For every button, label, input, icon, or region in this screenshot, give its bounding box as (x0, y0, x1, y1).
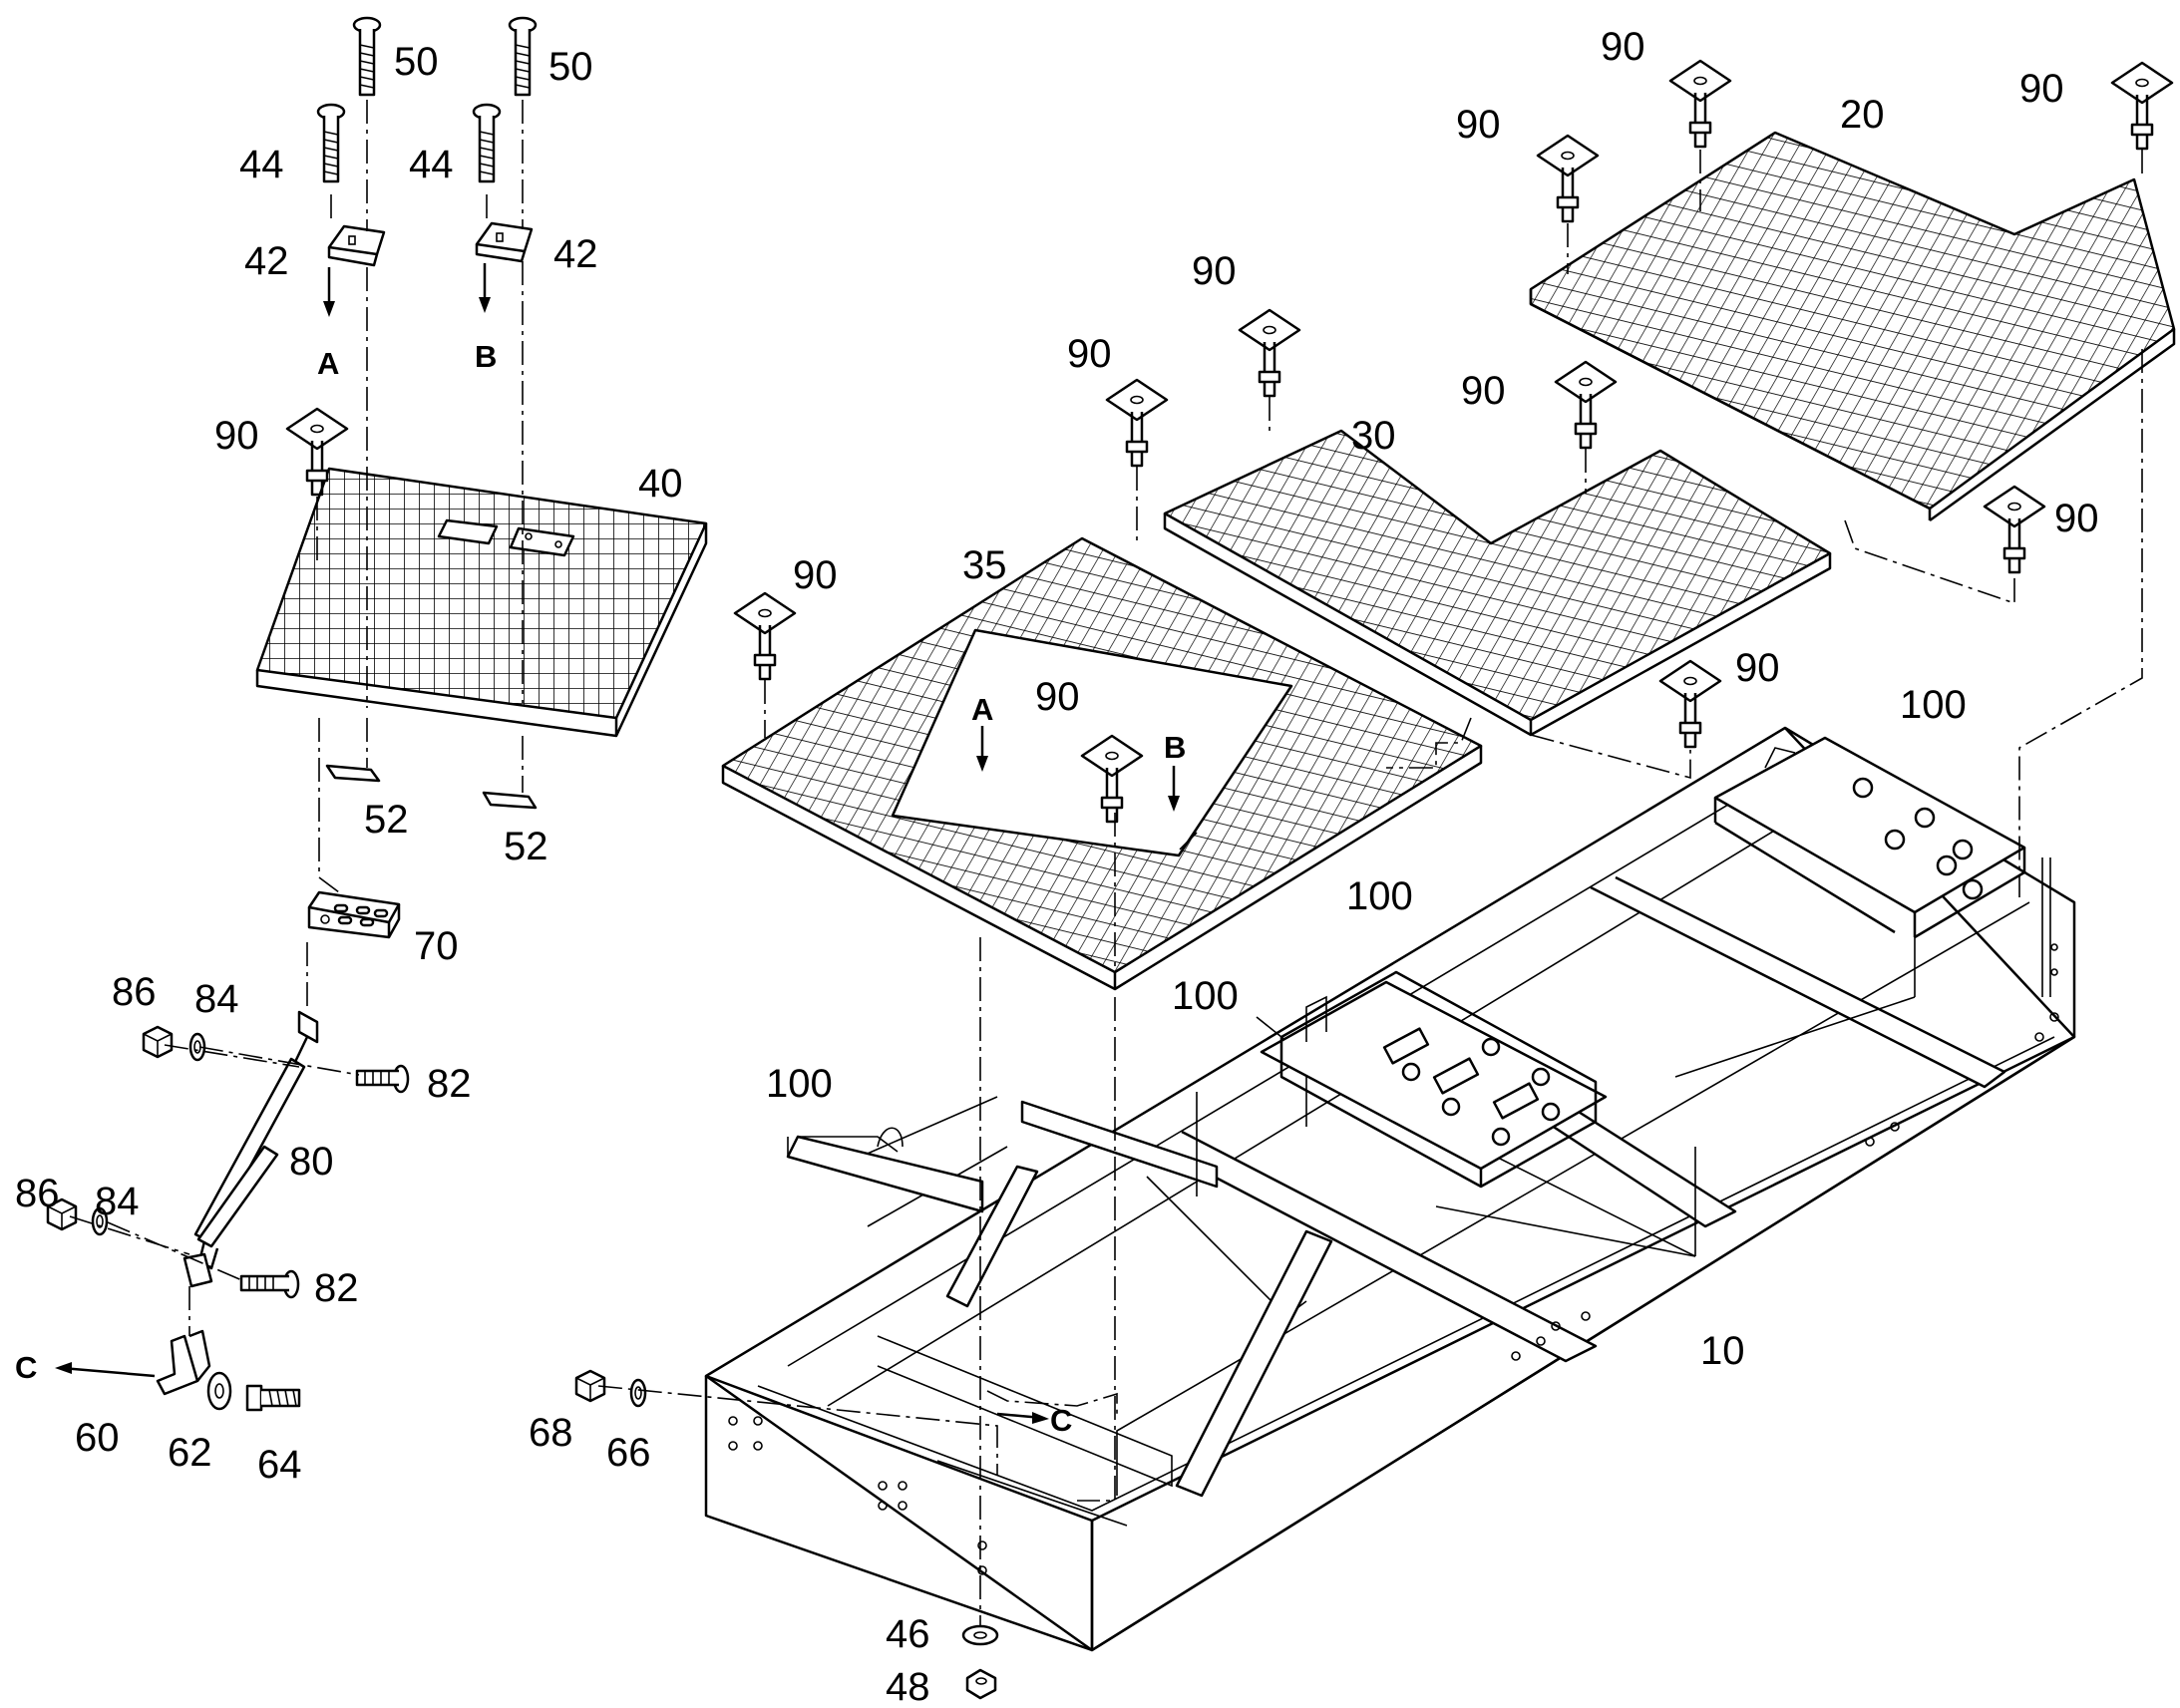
label-70: 70 (414, 924, 459, 968)
label-86-lower: 86 (15, 1172, 60, 1215)
grate-20 (1529, 131, 2176, 522)
label-84-upper: 84 (194, 977, 239, 1021)
mount-100-right (1713, 736, 2026, 939)
label-100-right: 100 (1900, 683, 1967, 727)
arrow-b-lid (479, 263, 491, 313)
label-86-upper: 86 (112, 970, 157, 1014)
clip-52-left (325, 764, 381, 783)
washer-66 (629, 1378, 647, 1408)
pin-82-upper (355, 1064, 410, 1094)
arrow-c-frame (996, 1412, 1049, 1424)
clamp-90-grate30-left (1105, 378, 1169, 468)
centerlines (69, 100, 2143, 1625)
letter-a-lid: A (317, 346, 339, 381)
label-46: 46 (886, 1612, 930, 1656)
letter-b-hatch: B (1164, 730, 1186, 765)
label-90-grate20-left: 90 (1456, 103, 1501, 147)
mount-100-middle (1260, 970, 1608, 1189)
label-42-right: 42 (553, 232, 598, 276)
label-84-lower: 84 (95, 1180, 140, 1223)
label-82-lower: 82 (314, 1266, 359, 1310)
clamp-90-grate20-under (1983, 485, 2046, 574)
label-90-grate30-under: 90 (1735, 646, 1780, 690)
clamp-90-hatch-left (733, 591, 797, 681)
washer-62 (206, 1371, 232, 1411)
label-90-grate30-right: 90 (1461, 369, 1506, 413)
gas-spring-80 (182, 1010, 319, 1288)
label-90-grate20-mid: 90 (1601, 25, 1645, 69)
bolt-64 (245, 1384, 301, 1412)
label-100-middle: 100 (1346, 874, 1413, 918)
plate-42-right (475, 221, 534, 263)
label-90-grate30-mid: 90 (1192, 249, 1237, 293)
bracket-70 (307, 890, 401, 939)
clamp-90-grate20-mid (1668, 59, 1732, 149)
nut-48 (965, 1668, 997, 1700)
label-68: 68 (529, 1411, 573, 1455)
label-60: 60 (75, 1416, 120, 1460)
label-52-left: 52 (364, 798, 409, 842)
label-44-right: 44 (409, 143, 454, 186)
label-90-lid: 90 (214, 414, 259, 458)
letter-b-lid: B (475, 339, 497, 374)
clamp-90-grate30-mid (1238, 308, 1301, 398)
letter-c-left: C (15, 1350, 37, 1385)
nut-86-upper (142, 1025, 174, 1059)
clamp-90-grate20-left (1536, 134, 1600, 223)
arrow-b-hatch (1168, 766, 1180, 812)
bolt-44-left (316, 103, 346, 183)
label-42-left: 42 (244, 239, 289, 283)
label-40: 40 (638, 462, 683, 506)
letter-a-hatch: A (971, 692, 993, 727)
label-82-upper: 82 (427, 1062, 472, 1106)
letter-c-frame: C (1050, 1403, 1072, 1438)
label-52-right: 52 (504, 825, 548, 868)
arrow-a-hatch (976, 726, 988, 772)
label-48: 48 (886, 1665, 930, 1708)
label-90-grate30-left: 90 (1067, 332, 1112, 376)
label-64: 64 (257, 1443, 302, 1487)
label-62: 62 (168, 1431, 212, 1475)
label-50-left: 50 (394, 40, 439, 84)
label-50-right: 50 (548, 45, 593, 89)
arrow-c-left (55, 1362, 156, 1378)
clamp-90-grate30-under (1658, 659, 1722, 749)
bracket-60 (156, 1329, 211, 1396)
label-100-left: 100 (766, 1062, 833, 1106)
label-90-grate20-under: 90 (2054, 497, 2099, 540)
clamp-90-grate30-right (1554, 360, 1618, 450)
clip-52-right (482, 791, 538, 810)
label-30: 30 (1351, 414, 1396, 458)
pin-82-lower (239, 1269, 300, 1299)
plate-42-left (327, 224, 386, 267)
bolt-50-right (508, 16, 538, 97)
label-10: 10 (1700, 1329, 1745, 1373)
label-80: 80 (289, 1140, 334, 1184)
label-35: 35 (962, 543, 1007, 587)
arrow-a-lid (323, 267, 335, 317)
label-100-center: 100 (1172, 974, 1239, 1018)
washer-46 (961, 1624, 999, 1646)
label-20: 20 (1840, 93, 1885, 137)
bolt-50-left (352, 16, 382, 97)
label-90-hatch-center: 90 (1035, 675, 1080, 719)
clamp-90-grate20-right (2110, 61, 2174, 151)
bolt-44-right (472, 103, 502, 183)
label-44-left: 44 (239, 143, 284, 186)
label-90-grate20-right: 90 (2019, 67, 2064, 111)
label-66: 66 (606, 1431, 651, 1475)
label-90-hatch-left: 90 (793, 553, 838, 597)
grate-40 (255, 467, 708, 738)
